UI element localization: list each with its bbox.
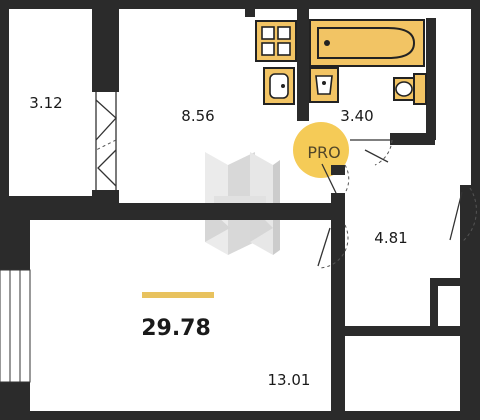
balcony-area-label: 3.12 bbox=[29, 94, 62, 112]
living-room-window bbox=[0, 269, 31, 383]
bathroom-sink-icon bbox=[309, 67, 339, 103]
bathtub-icon bbox=[309, 19, 425, 67]
bathroom-door bbox=[350, 139, 393, 166]
hallway-area-label: 4.81 bbox=[374, 229, 407, 247]
total-area-value: 29.78 bbox=[141, 316, 211, 341]
kitchen-area-label: 8.56 bbox=[181, 107, 214, 125]
living-room-door bbox=[317, 224, 349, 269]
balcony-door bbox=[95, 92, 117, 190]
pro-badge-text: PRO bbox=[307, 143, 340, 162]
entrance-door bbox=[449, 187, 477, 243]
living-room-area-label: 13.01 bbox=[268, 371, 311, 389]
toilet-icon bbox=[393, 73, 427, 105]
total-area-accent-bar bbox=[142, 292, 214, 298]
kitchen-sink-icon bbox=[263, 67, 295, 105]
kitchen-door bbox=[321, 163, 350, 194]
bathroom-area-label: 3.40 bbox=[340, 107, 373, 125]
stove-icon bbox=[255, 20, 297, 62]
pro-badge: PRO bbox=[293, 122, 349, 178]
